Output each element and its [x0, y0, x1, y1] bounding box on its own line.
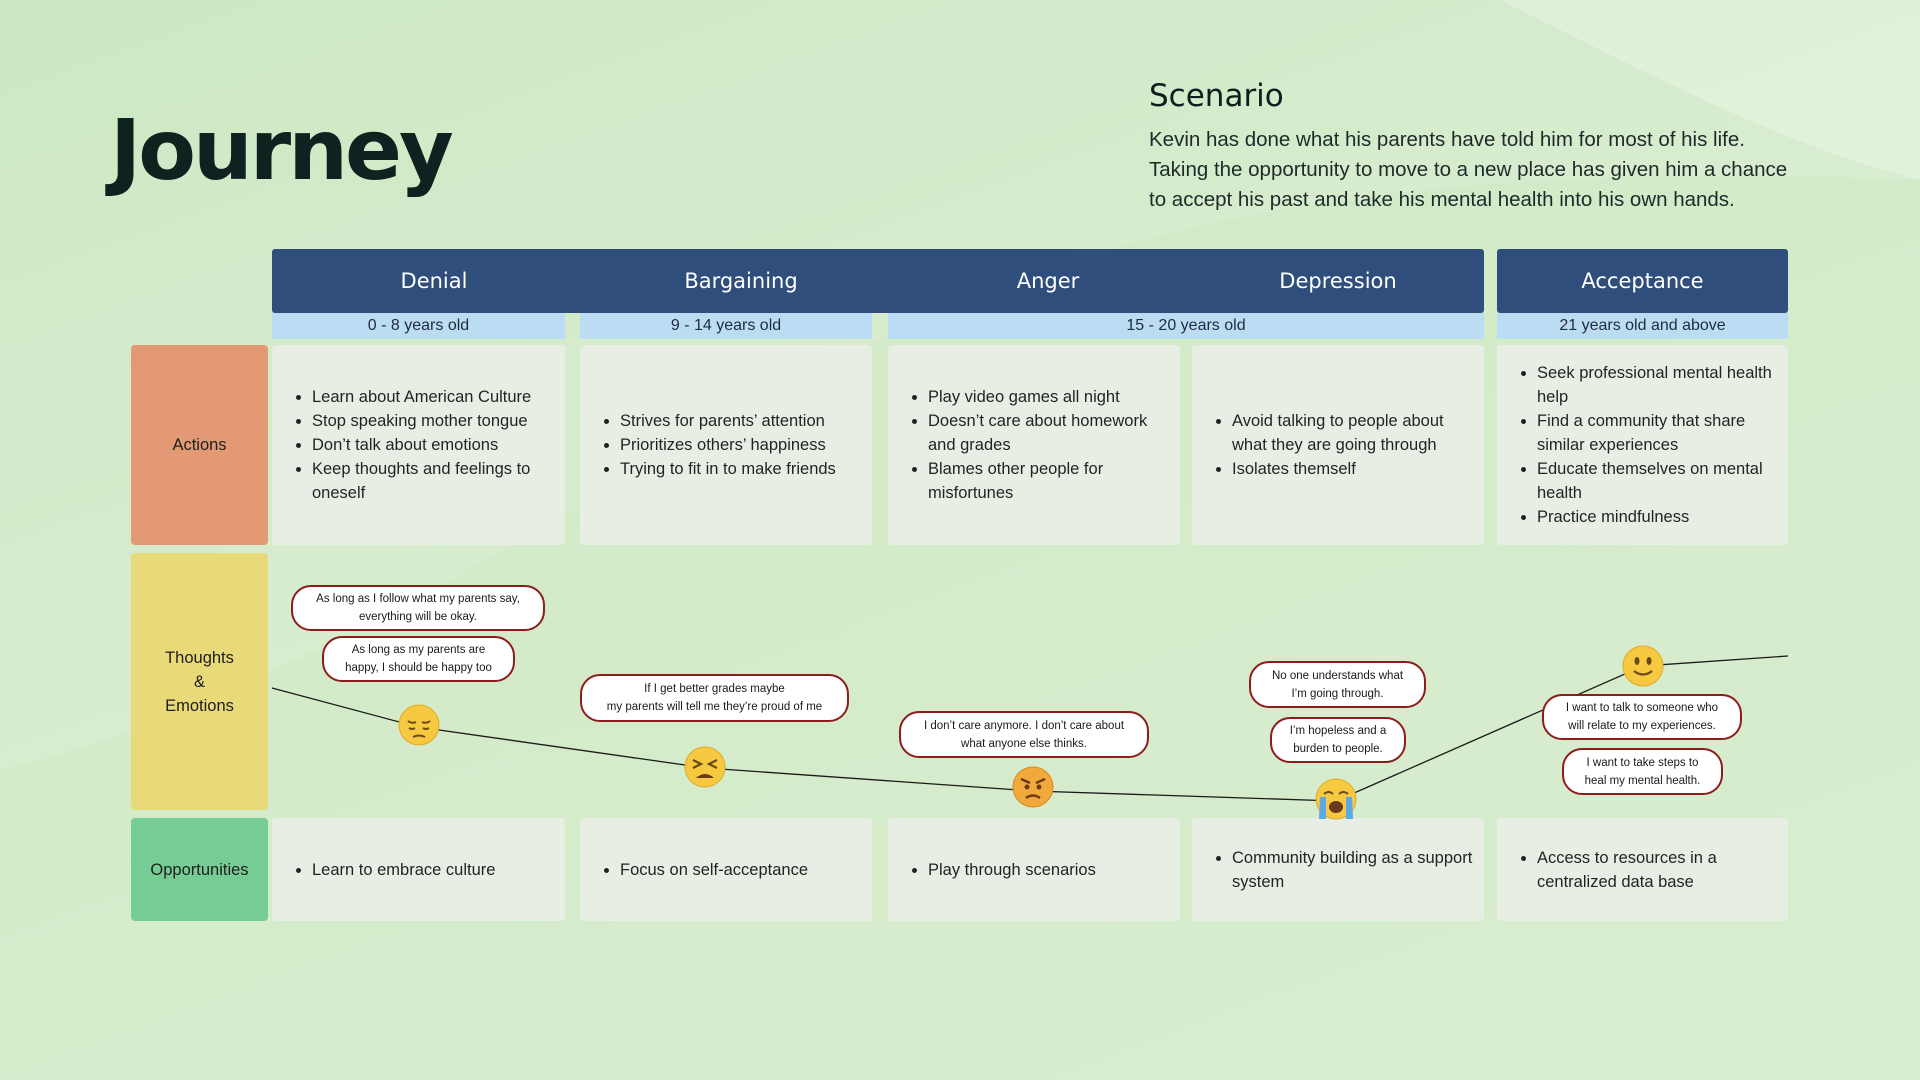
thought-bubble: If I get better grades maybe my parents … — [580, 674, 849, 722]
crying-face-icon — [1315, 778, 1357, 820]
list-item: Strives for parents’ attention — [620, 409, 836, 433]
row-label-actions: Actions — [131, 345, 268, 545]
stage-bargaining: Bargaining — [684, 269, 798, 293]
actions-cell-acceptance: Seek professional mental health help Fin… — [1497, 345, 1788, 545]
stage-depression: Depression — [1279, 269, 1397, 293]
list-item: Don’t talk about emotions — [312, 433, 555, 457]
list-item: Seek professional mental health help — [1537, 361, 1778, 409]
list-item: Focus on self-acceptance — [620, 858, 808, 882]
page-title: Journey — [110, 101, 454, 199]
angry-face-icon — [1012, 766, 1054, 808]
age-range-9-14: 9 - 14 years old — [580, 313, 872, 339]
list-item: Learn about American Culture — [312, 385, 555, 409]
opportunity-cell-denial: Learn to embrace culture — [272, 818, 565, 921]
scenario-text: Kevin has done what his parents have tol… — [1149, 128, 1788, 211]
row-label-thoughts-text: Thoughts & Emotions — [165, 648, 234, 715]
stage-header-bar-acceptance — [1497, 249, 1788, 313]
actions-list: Seek professional mental health help Fin… — [1511, 361, 1778, 529]
list-item: Learn to embrace culture — [312, 858, 495, 882]
actions-list: Learn about American Culture Stop speaki… — [286, 385, 555, 505]
opportunity-list: Community building as a support system — [1206, 846, 1474, 894]
opportunity-list: Focus on self-acceptance — [594, 858, 808, 882]
list-item: Find a community that share similar expe… — [1537, 409, 1778, 457]
row-label-opportunities-text: Opportunities — [150, 860, 249, 879]
list-item: Community building as a support system — [1232, 846, 1474, 894]
stage-acceptance: Acceptance — [1581, 269, 1704, 293]
actions-list: Play video games all night Doesn’t care … — [902, 385, 1170, 505]
pensive-face-icon — [398, 704, 440, 746]
actions-cell-anger: Play video games all night Doesn’t care … — [888, 345, 1180, 545]
list-item: Educate themselves on mental health — [1537, 457, 1778, 505]
stage-header-bar — [272, 249, 1484, 313]
list-item: Blames other people for misfortunes — [928, 457, 1170, 505]
thought-bubble: I don’t care anymore. I don’t care about… — [899, 711, 1149, 758]
actions-cell-bargaining: Strives for parents’ attention Prioritiz… — [580, 345, 872, 545]
opportunity-cell-bargaining: Focus on self-acceptance — [580, 818, 872, 921]
thought-bubble: As long as I follow what my parents say,… — [291, 585, 545, 631]
age-range-15-20: 15 - 20 years old — [888, 313, 1484, 339]
list-item: Trying to fit in to make friends — [620, 457, 836, 481]
row-label-opportunities: Opportunities — [131, 818, 268, 921]
opportunity-list: Play through scenarios — [902, 858, 1096, 882]
list-item: Stop speaking mother tongue — [312, 409, 555, 433]
tired-face-icon — [684, 746, 726, 788]
list-item: Avoid talking to people about what they … — [1232, 409, 1474, 457]
stage-denial: Denial — [400, 269, 468, 293]
age-range-21-plus: 21 years old and above — [1497, 313, 1788, 339]
actions-cell-denial: Learn about American Culture Stop speaki… — [272, 345, 565, 545]
row-label-actions-text: Actions — [172, 436, 227, 454]
opportunity-cell-depression: Community building as a support system — [1192, 818, 1484, 921]
stage-anger: Anger — [1016, 269, 1080, 293]
list-item: Access to resources in a centralized dat… — [1537, 846, 1778, 894]
row-label-thoughts-emotions: Thoughts & Emotions — [131, 553, 268, 810]
opportunity-cell-acceptance: Access to resources in a centralized dat… — [1497, 818, 1788, 921]
actions-cell-depression: Avoid talking to people about what they … — [1192, 345, 1484, 545]
opportunity-list: Access to resources in a centralized dat… — [1511, 846, 1778, 894]
list-item: Prioritizes others’ happiness — [620, 433, 836, 457]
scenario-heading: Scenario — [1149, 78, 1284, 114]
opportunity-list: Learn to embrace culture — [286, 858, 495, 882]
thought-bubble: I want to take steps to heal my mental h… — [1562, 748, 1723, 795]
list-item: Play through scenarios — [928, 858, 1096, 882]
actions-list: Avoid talking to people about what they … — [1206, 409, 1474, 481]
list-item: Practice mindfulness — [1537, 505, 1778, 529]
list-item: Isolates themself — [1232, 457, 1474, 481]
opportunity-cell-anger: Play through scenarios — [888, 818, 1180, 921]
thought-bubble: As long as my parents are happy, I shoul… — [322, 636, 515, 682]
list-item: Play video games all night — [928, 385, 1170, 409]
actions-list: Strives for parents’ attention Prioritiz… — [594, 409, 836, 481]
thought-bubble: I want to talk to someone who will relat… — [1542, 694, 1742, 740]
thought-bubble: I’m hopeless and a burden to people. — [1270, 717, 1406, 763]
list-item: Doesn’t care about homework and grades — [928, 409, 1170, 457]
smiling-face-icon — [1622, 645, 1664, 687]
list-item: Keep thoughts and feelings to oneself — [312, 457, 555, 505]
age-range-0-8: 0 - 8 years old — [272, 313, 565, 339]
thought-bubble: No one understands what I’m going throug… — [1249, 661, 1426, 708]
